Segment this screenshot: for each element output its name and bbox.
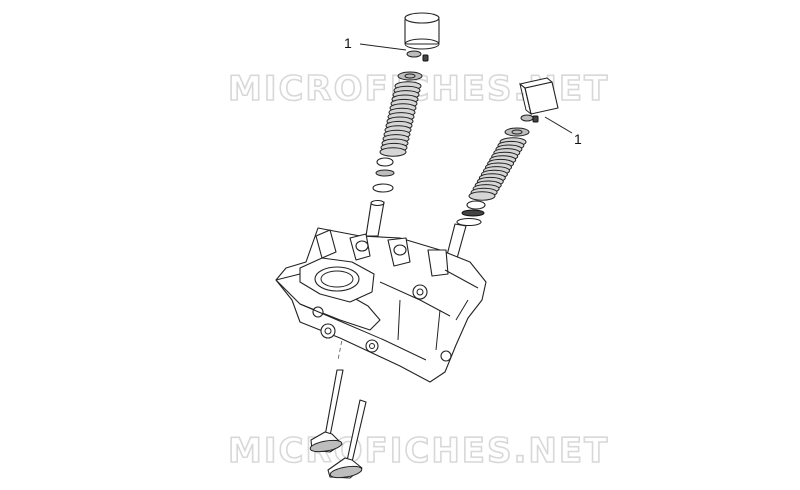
right-spring-retainer	[504, 127, 530, 137]
right-shim	[520, 114, 534, 122]
left-valve-stack	[337, 12, 440, 361]
svg-text:1: 1	[574, 131, 582, 147]
left-tappet-bucket	[404, 12, 440, 50]
spring-coil	[379, 147, 407, 157]
right-valve-spring	[468, 137, 527, 201]
right-spring-seat	[456, 200, 486, 227]
left-shim	[406, 50, 422, 58]
cylinder-head	[275, 227, 487, 383]
right-tappet-bucket	[519, 77, 559, 116]
left-keeper	[422, 54, 429, 62]
left-valve-guide	[365, 199, 385, 237]
exhaust-valve	[327, 399, 367, 479]
right-valve-stack	[419, 77, 559, 331]
left-valve-spring	[379, 81, 422, 157]
spring-coil	[468, 191, 496, 201]
callout-right: 1	[544, 116, 582, 147]
intake-valve	[309, 369, 344, 453]
left-spring-seat	[372, 157, 395, 193]
callout-top-left: 1	[344, 35, 407, 51]
right-keeper	[532, 115, 539, 123]
svg-text:1: 1	[344, 35, 352, 51]
watermark-bottom: MICROFICHES.NET	[228, 431, 609, 471]
left-spring-retainer	[397, 71, 423, 81]
